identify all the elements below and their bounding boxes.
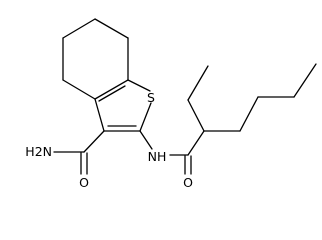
atom-nh-label: NH [148,149,167,164]
bond-c7a-c4a [94,79,129,100]
molecule-structure: S H2N O NH O [25,18,317,190]
bond-ch2-ch3 [187,65,209,101]
bond-c3-c4 [293,63,317,98]
bond-c7a-c4a-inner [98,85,126,102]
thiophene-ring [94,79,152,132]
bond-c7a-s [127,79,151,92]
bond-c5-c6 [62,18,96,39]
carboxamide-group [53,130,105,175]
bond-alpha-ch2 [187,99,205,132]
atom-acyl-o-label: O [183,175,193,190]
bond-acyl-alpha [187,130,205,156]
bond-c3-c4a [94,98,105,132]
bond-c6-c7 [94,18,129,39]
bond-c4a-c4 [62,79,96,100]
butyl-chain [203,63,317,132]
bond-c3-carbonyl [83,130,105,153]
ethyl-chain [187,65,209,132]
cyclohexane-ring [62,18,129,100]
bond-s-c2 [139,102,152,132]
atom-amide-o-label: O [79,175,89,190]
atom-sulfur-label: S [147,90,155,105]
bond-c1-c2 [239,96,259,132]
atom-amide-n-label: H2N [25,144,52,159]
acylamino-group [139,130,205,175]
bond-c2-nh [139,130,153,150]
